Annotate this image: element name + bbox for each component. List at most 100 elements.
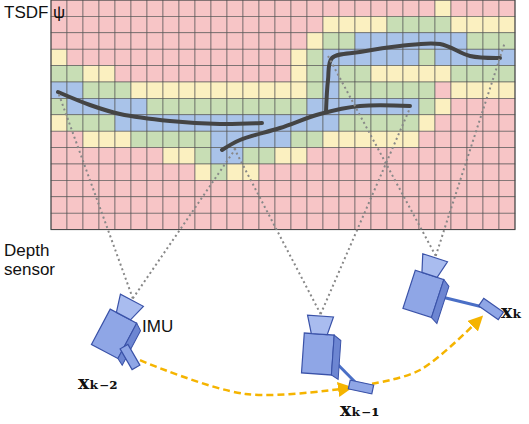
voxel-cell [483,16,499,32]
voxel-cell [291,131,307,147]
voxel-cell [99,197,115,213]
voxel-cell [243,98,259,114]
voxel-cell [403,0,419,16]
voxel-cell [51,213,67,229]
voxel-cell [387,49,403,65]
voxel-cell [131,33,147,49]
voxel-cell [67,131,83,147]
voxel-cell [499,66,515,82]
voxel-cell [243,148,259,164]
voxel-cell [355,82,371,98]
voxel-cell [499,82,515,98]
voxel-cell [227,164,243,180]
voxel-cell [307,66,323,82]
view-ray [436,42,505,256]
voxel-cell [435,180,451,196]
voxel-cell [323,164,339,180]
voxel-cell [259,16,275,32]
voxel-cell [291,148,307,164]
voxel-cell [243,16,259,32]
voxel-cell [307,148,323,164]
voxel-cell [371,0,387,16]
voxel-cell [163,180,179,196]
voxel-cell [227,33,243,49]
voxel-cell [435,197,451,213]
voxel-cell [115,213,131,229]
voxel-cell [499,148,515,164]
voxel-cell [419,213,435,229]
voxel-cell [227,0,243,16]
voxel-cell [275,131,291,147]
voxel-cell [227,16,243,32]
voxel-cell [291,82,307,98]
view-ray [321,108,410,314]
voxel-cell [499,164,515,180]
voxel-cell [355,33,371,49]
voxel-cell [99,0,115,16]
voxel-cell [115,0,131,16]
voxel-cell [99,16,115,32]
voxel-cell [227,213,243,229]
imu-box: xₖ [481,297,501,321]
voxel-cell [131,98,147,114]
voxel-cell [275,0,291,16]
voxel-cell [243,66,259,82]
voxel-cell [419,49,435,65]
voxel-cell [499,33,515,49]
voxel-cell [355,213,371,229]
voxel-cell [339,82,355,98]
voxel-cell [83,0,99,16]
voxel-cell [99,115,115,131]
voxel-cell [419,0,435,16]
voxel-cell [323,0,339,16]
voxel-cell [163,49,179,65]
voxel-cell [435,213,451,229]
voxel-cell [67,197,83,213]
voxel-cell [227,66,243,82]
voxel-cell [371,66,387,82]
voxel-cell [323,148,339,164]
voxel-cell [179,33,195,49]
voxel-cell [483,180,499,196]
voxel-cell [387,16,403,32]
voxel-cell [179,16,195,32]
voxel-cell [323,33,339,49]
voxel-cell [451,197,467,213]
imu-shape [350,377,372,397]
voxel-cell [451,148,467,164]
view-ray [58,92,133,298]
voxel-cell [291,49,307,65]
voxel-cell [147,131,163,147]
voxel-cell [99,33,115,49]
voxel-cell [355,131,371,147]
voxel-cell [403,66,419,82]
depth-camera [301,315,342,379]
voxel-cell [467,16,483,32]
voxel-cell [147,0,163,16]
voxel-cell [499,197,515,213]
voxel-cell [211,131,227,147]
voxel-cell [179,98,195,114]
voxel-cell [131,82,147,98]
voxel-cell [499,98,515,114]
voxel-cell [419,66,435,82]
voxel-cell [147,66,163,82]
voxel-cell [51,197,67,213]
voxel-cell [163,98,179,114]
voxel-cell [483,131,499,147]
voxel-cell [179,82,195,98]
voxel-cell [115,197,131,213]
voxel-cell [387,66,403,82]
voxel-cell [451,66,467,82]
voxel-cell [275,180,291,196]
voxel-cell [211,98,227,114]
voxel-cell [419,131,435,147]
voxel-cell [147,197,163,213]
voxel-cell [275,164,291,180]
voxel-cell [451,213,467,229]
voxel-cell [435,164,451,180]
voxel-cell [291,33,307,49]
voxel-cell [131,131,147,147]
voxel-cell [339,197,355,213]
